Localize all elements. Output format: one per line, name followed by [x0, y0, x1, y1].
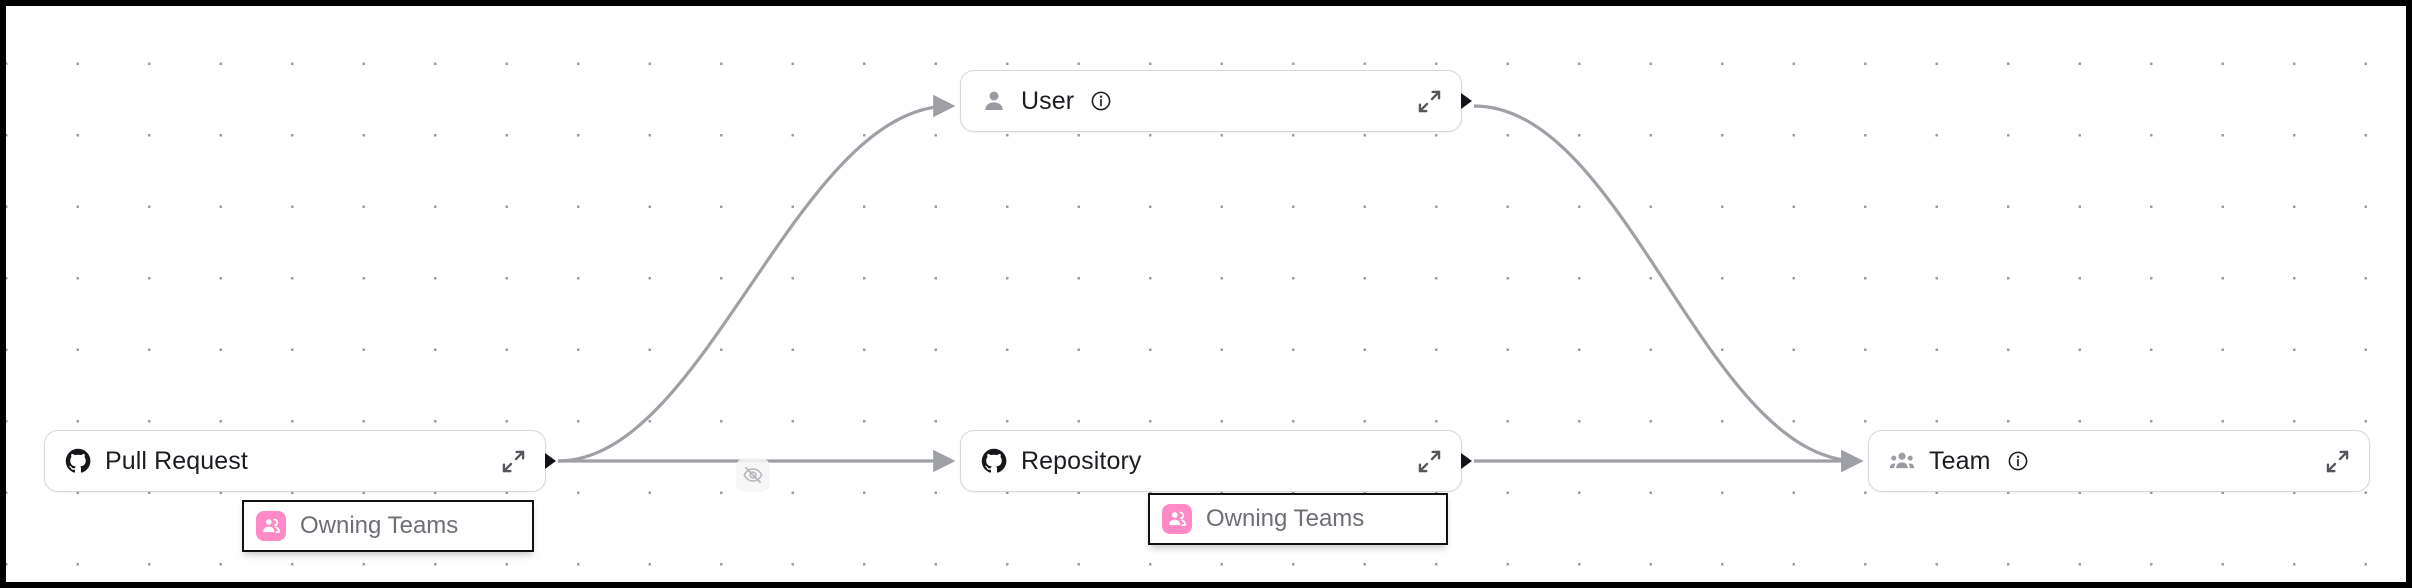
- node-label: Team: [1929, 446, 1991, 475]
- node-label: User: [1021, 86, 1075, 115]
- expand-diagonal-icon[interactable]: [1415, 447, 1443, 475]
- node-handle-right[interactable]: [1461, 453, 1472, 469]
- github-icon: [981, 448, 1007, 474]
- person-icon: [981, 88, 1007, 114]
- node-user[interactable]: User: [960, 70, 1472, 132]
- team-members-icon: [256, 511, 286, 541]
- edge-hidden-toggle[interactable]: [736, 458, 770, 492]
- node-label: Repository: [1021, 446, 1142, 475]
- info-icon[interactable]: [1090, 90, 1112, 112]
- node-handle-right[interactable]: [1461, 93, 1472, 109]
- edge-pull-request-to-user[interactable]: [557, 94, 956, 463]
- owning-teams-badge-pull-request[interactable]: Owning Teams: [242, 500, 534, 552]
- node-pull-request[interactable]: Pull Request: [44, 430, 556, 492]
- expand-diagonal-icon[interactable]: [2323, 447, 2351, 475]
- expand-diagonal-icon[interactable]: [499, 447, 527, 475]
- node-handle-right[interactable]: [545, 453, 556, 469]
- edge-user-to-team[interactable]: [1473, 104, 1864, 473]
- owning-teams-label: Owning Teams: [300, 512, 459, 539]
- info-icon[interactable]: [2007, 450, 2029, 472]
- node-repository[interactable]: Repository: [960, 430, 1472, 492]
- people-group-icon: [1889, 448, 1915, 474]
- node-team[interactable]: Team: [1868, 430, 2370, 492]
- eye-off-icon: [743, 466, 763, 484]
- owning-teams-label: Owning Teams: [1206, 505, 1365, 532]
- github-icon: [65, 448, 91, 474]
- node-label: Pull Request: [105, 446, 248, 475]
- owning-teams-badge-repository[interactable]: Owning Teams: [1148, 493, 1448, 545]
- team-members-icon: [1162, 504, 1192, 534]
- expand-diagonal-icon[interactable]: [1415, 87, 1443, 115]
